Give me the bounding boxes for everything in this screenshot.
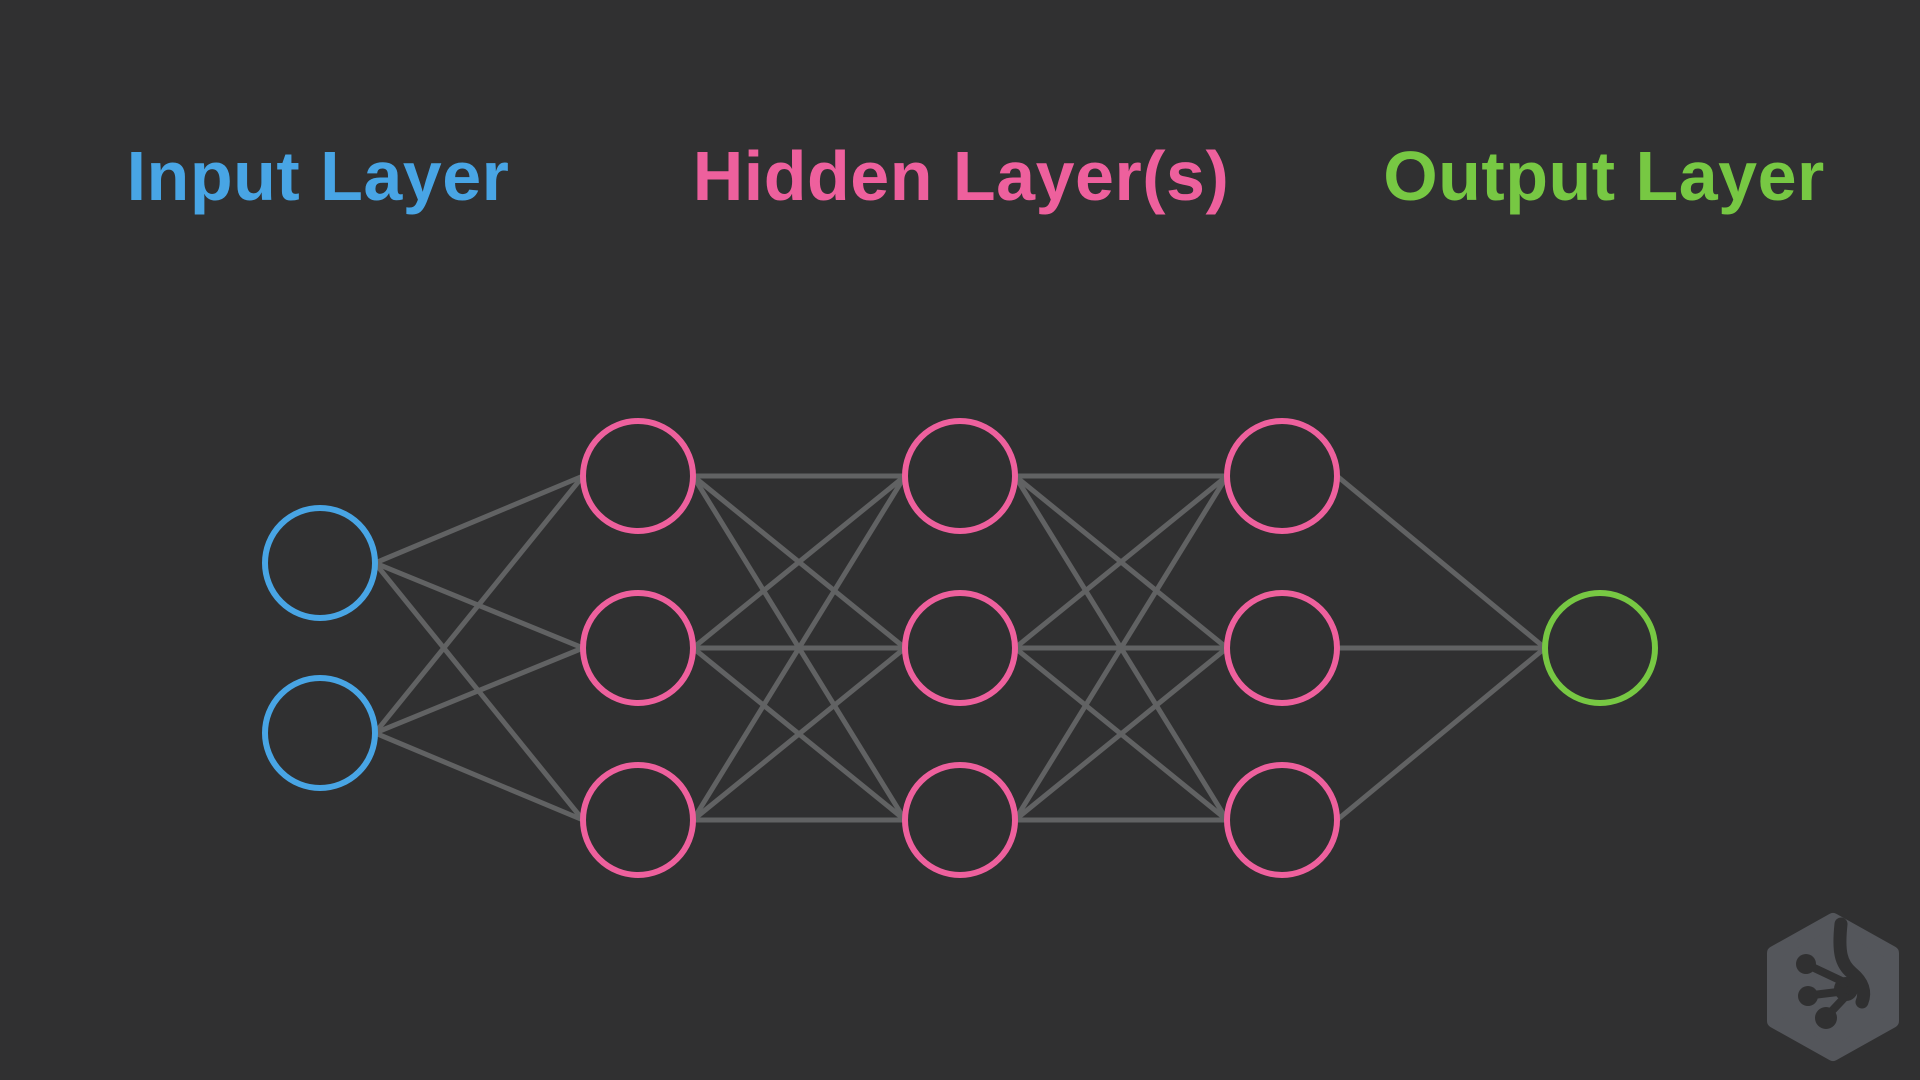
edge-hidden-2-2-to-hidden-3-1 bbox=[1013, 474, 1229, 650]
title-input-layer: Input Layer bbox=[127, 137, 510, 215]
brand-logo bbox=[1767, 913, 1899, 1061]
edge-hidden-3-1-to-output-1 bbox=[1335, 474, 1547, 650]
hidden-3-node-2 bbox=[1224, 590, 1340, 706]
title-output-layer: Output Layer bbox=[1383, 137, 1825, 215]
input-node-1 bbox=[262, 505, 378, 621]
edge-hidden-1-3-to-hidden-2-2 bbox=[691, 646, 907, 822]
edge-hidden-2-3-to-hidden-3-2 bbox=[1013, 646, 1229, 822]
edge-hidden-1-3-to-hidden-2-1 bbox=[690, 474, 908, 822]
hidden-2-node-2 bbox=[902, 590, 1018, 706]
logo-hexagon bbox=[1767, 913, 1899, 1061]
hidden-1-node-2 bbox=[580, 590, 696, 706]
hidden-2-node-1 bbox=[902, 418, 1018, 534]
edge-input-2-to-hidden-1-1 bbox=[373, 474, 585, 735]
edge-hidden-3-3-to-output-1 bbox=[1335, 646, 1547, 822]
hidden-3-node-1 bbox=[1224, 418, 1340, 534]
edge-input-1-to-hidden-1-1 bbox=[374, 473, 584, 566]
hidden-1-node-1 bbox=[580, 418, 696, 534]
hidden-2-node-3 bbox=[902, 762, 1018, 878]
edge-input-2-to-hidden-1-3 bbox=[374, 730, 584, 823]
edge-input-2-to-hidden-1-2 bbox=[374, 645, 584, 736]
nodes-group bbox=[262, 418, 1658, 878]
edge-hidden-2-3-to-hidden-3-1 bbox=[1012, 474, 1230, 822]
hidden-1-node-3 bbox=[580, 762, 696, 878]
edge-hidden-1-2-to-hidden-2-1 bbox=[691, 474, 907, 650]
edges-group bbox=[373, 473, 1547, 823]
input-node-2 bbox=[262, 675, 378, 791]
hidden-3-node-3 bbox=[1224, 762, 1340, 878]
output-node-1 bbox=[1542, 590, 1658, 706]
title-hidden-layers: Hidden Layer(s) bbox=[693, 137, 1230, 215]
frog-paw-icon bbox=[1796, 917, 1871, 1029]
